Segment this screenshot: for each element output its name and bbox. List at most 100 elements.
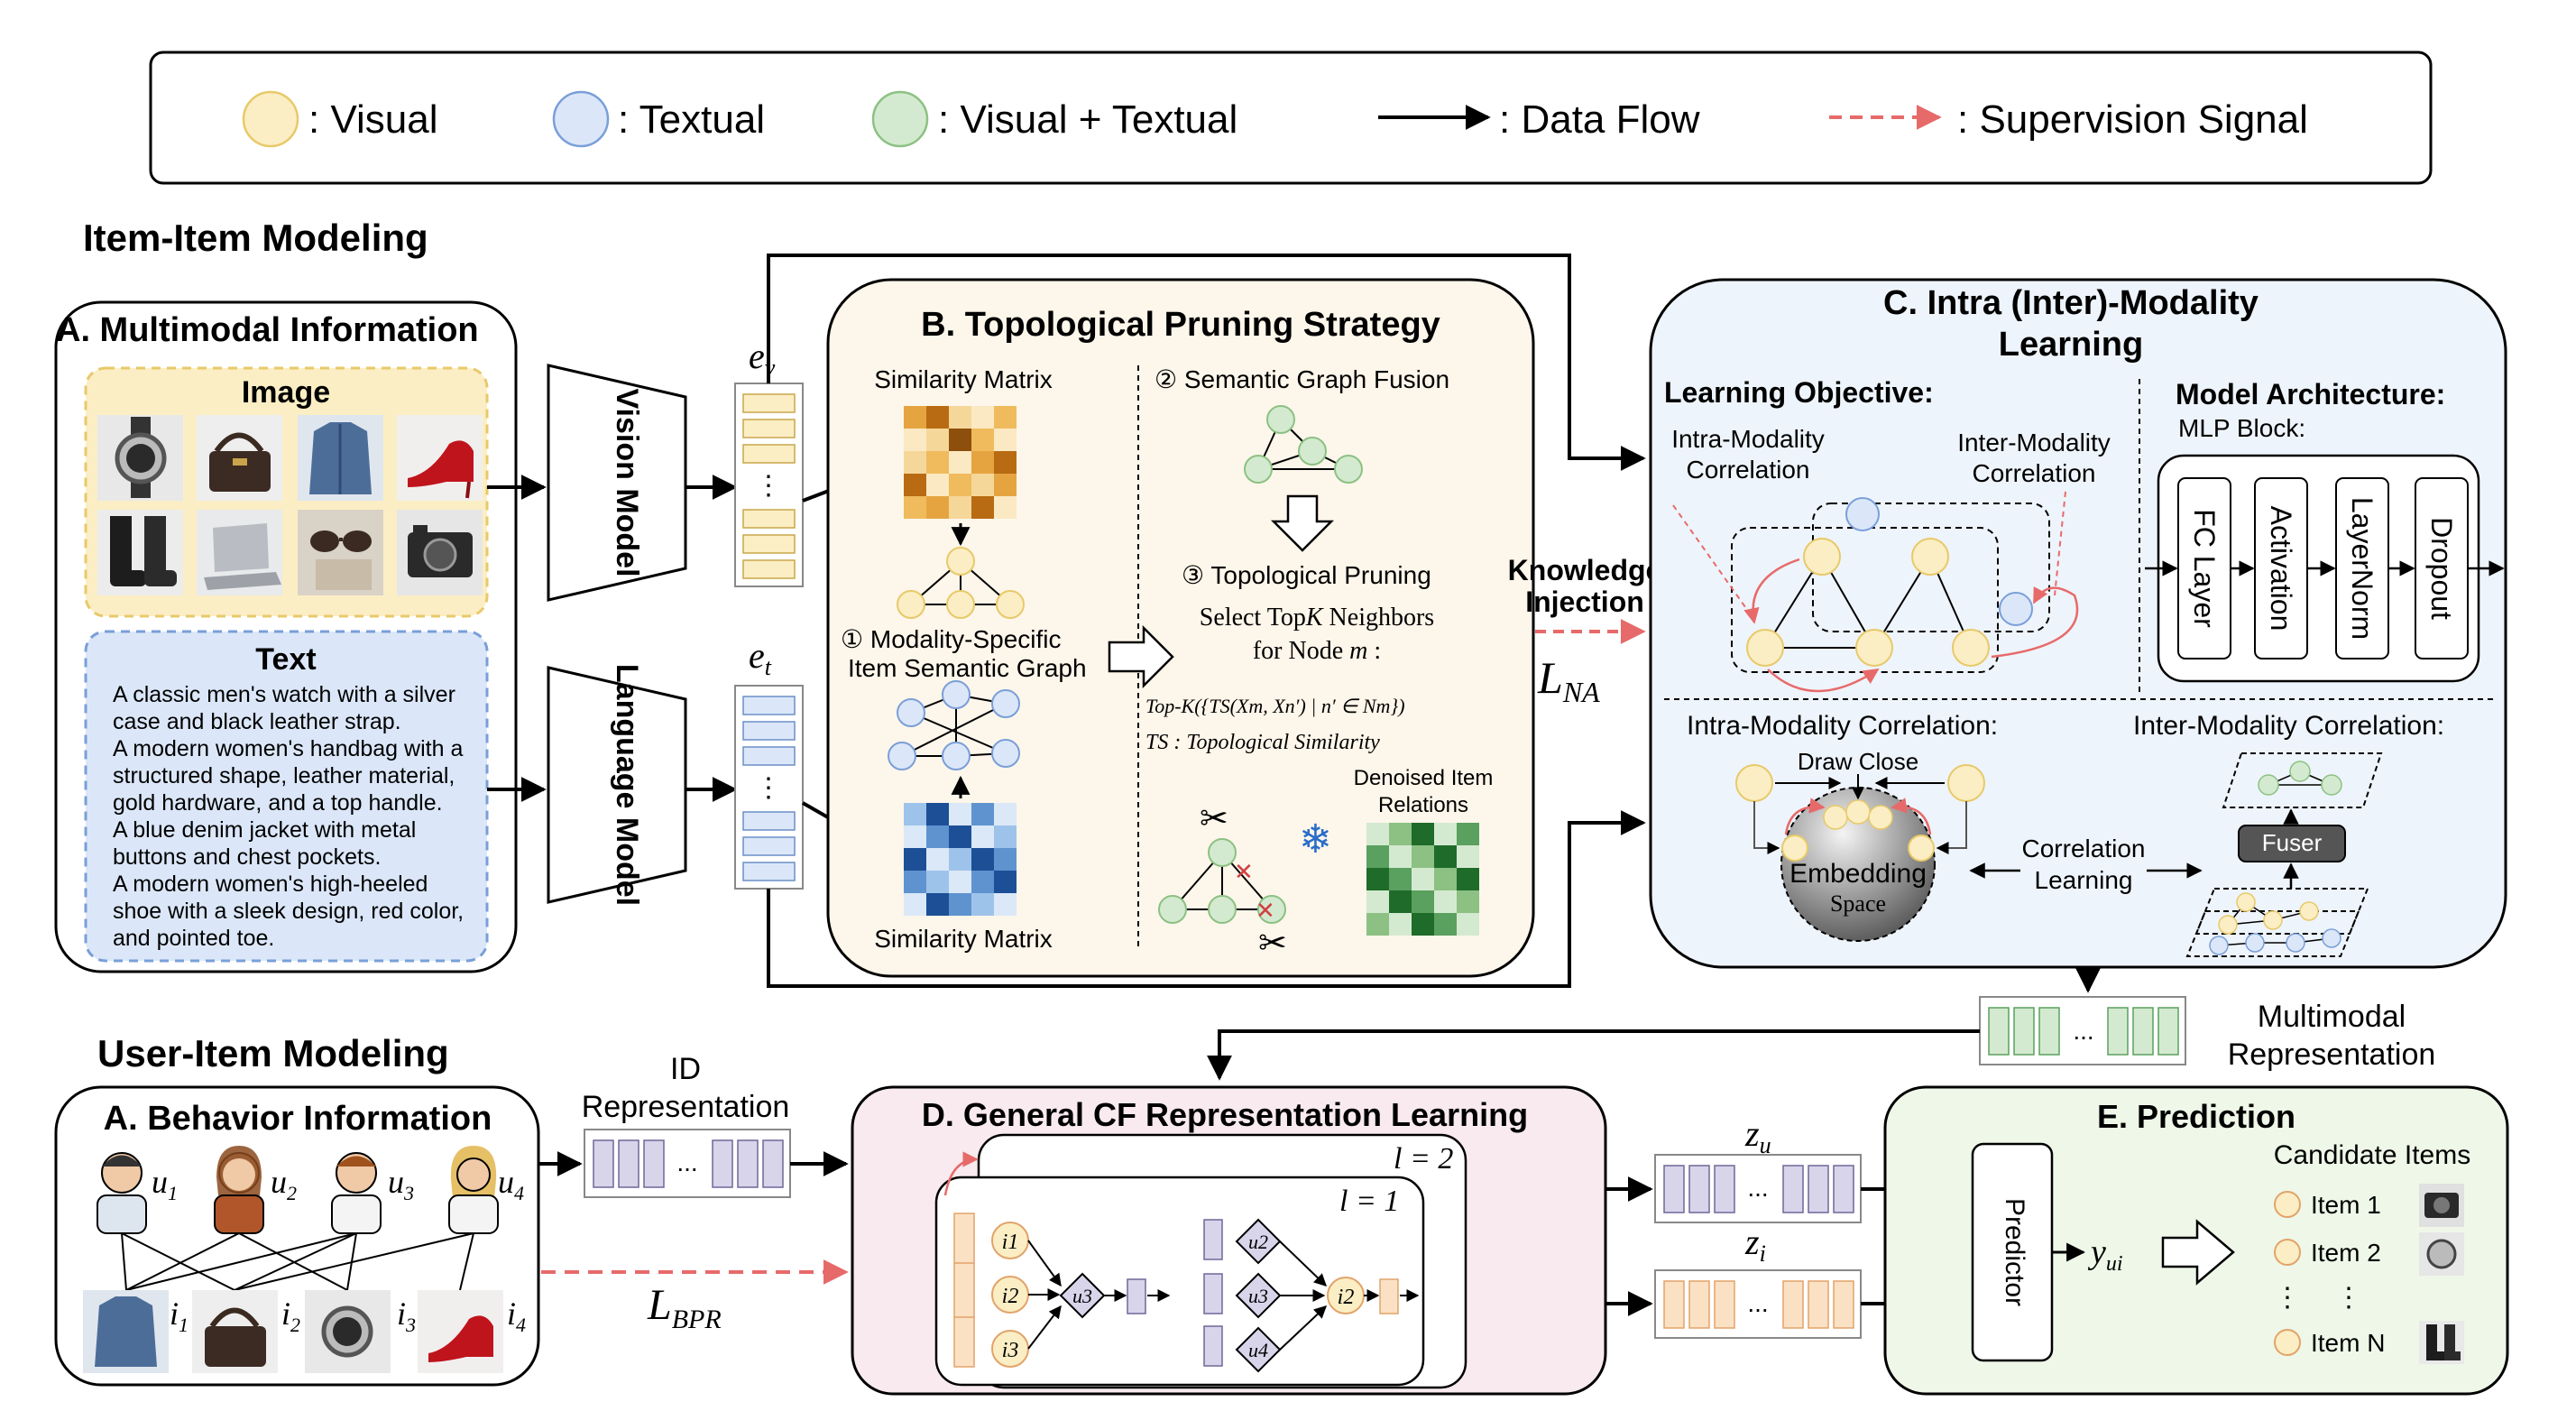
draw-close-arrow (1936, 801, 1967, 854)
user-label: u1 (152, 1164, 178, 1204)
prune-mark-icon: ✕ (1256, 897, 1275, 924)
item-node: i2 (1327, 1277, 1365, 1314)
zi-label: zi (1744, 1222, 1766, 1267)
panel-cf-representation-learning: D. General CF Representation Learning l … (851, 1085, 1607, 1396)
user-label: u4 (498, 1164, 524, 1204)
inter-pointer (2054, 491, 2066, 596)
id-rep-label-1: ID (670, 1052, 701, 1086)
panel-topological-pruning: B. Topological Pruning Strategy Similari… (826, 278, 1535, 978)
id-rep-label-2: Representation (582, 1090, 790, 1124)
predictor-label: Predictor (2000, 1198, 2029, 1306)
legend-visual: : Visual (308, 97, 438, 142)
language-model-label: Language Model (610, 664, 644, 906)
candidate-vdots: ⋮ (2274, 1283, 2301, 1313)
user-output-embedding (1127, 1278, 1146, 1314)
visual-similarity-matrix (904, 406, 1017, 519)
user-label: u2 (271, 1164, 297, 1204)
user-node: u3 (1235, 1272, 1282, 1319)
inter-bottom-label: Inter-Modality Correlation: (2133, 711, 2444, 741)
text-label: Text (255, 642, 316, 677)
visual-legend-node (242, 90, 299, 148)
vision-model-label: Vision Model (610, 388, 644, 576)
intra-curve (1767, 668, 1880, 693)
item-node: i3 (991, 1330, 1029, 1368)
intra-side-node (1908, 835, 1935, 862)
boots-thumb (2419, 1321, 2464, 1364)
arrow-multimodal-to-panel-d (1207, 1029, 1980, 1081)
space-label: Space (1830, 890, 1886, 917)
et-dots: ⋮ (755, 773, 782, 803)
id-dots: ... (676, 1148, 697, 1176)
y-ui-label: yui (2087, 1233, 2123, 1276)
watch-thumb-small (2419, 1232, 2464, 1276)
description-line: and pointed toe. (113, 926, 274, 951)
textual-item-graph (888, 680, 1020, 770)
step3-label: ③ Topological Pruning (1182, 561, 1431, 589)
layer-1-label: l = 1 (1339, 1185, 1399, 1218)
layernorm-label: LayerNorm (2346, 497, 2378, 640)
ev-dots: ⋮ (755, 471, 782, 501)
corr-learning-label-b: Learning (2035, 866, 2133, 894)
arrow-et-to-panel-c (767, 810, 1646, 988)
user-node-label: u4 (1248, 1339, 1268, 1361)
user-representation-vector: ... (1654, 1154, 1862, 1223)
user-node-label: u2 (1248, 1231, 1268, 1253)
fused-item-graph (1244, 405, 1363, 484)
red-heel-image (397, 415, 483, 501)
loss-bpr: LBPR (647, 1281, 722, 1334)
visual-embedding-vector: ev ⋮ (734, 336, 804, 587)
arrow-ev-to-panel-c (767, 254, 1646, 471)
panel-d-title: D. General CF Representation Learning (922, 1096, 1528, 1133)
user-node: u4 (1235, 1326, 1282, 1373)
scissors-icon: ✂ (1258, 925, 1287, 963)
description-line: A blue denim jacket with metal (113, 817, 416, 843)
user-node: u2 (1235, 1218, 1282, 1265)
panel-b-title: B. Topological Pruning Strategy (921, 306, 1440, 344)
item-label: i3 (397, 1296, 416, 1336)
text-box (84, 630, 489, 963)
camera-thumb (2419, 1184, 2464, 1227)
description-line: structured shape, leather material, (113, 763, 455, 788)
intra-side-node (1781, 835, 1808, 862)
visual-item-graph (897, 547, 1025, 619)
user-label: u3 (388, 1164, 414, 1204)
candidate-node (2274, 1239, 2301, 1266)
item-label: i1 (170, 1296, 189, 1336)
intra-pointer (1672, 504, 1751, 614)
item-node-label: i1 (1002, 1231, 1019, 1254)
panel-a-title: A. Multimodal Information (56, 311, 479, 349)
language-model: Language Model (547, 664, 687, 906)
mlp-block-label: MLP Block: (2178, 414, 2305, 442)
inter-curve (1991, 586, 2079, 659)
multimodal-dots: ... (2073, 1017, 2093, 1045)
draw-close-arrow (1753, 801, 1780, 854)
hollow-arrow-to-fusion (1108, 624, 1174, 689)
denoised-label-a: Denoised Item (1354, 766, 1494, 790)
user-node-label: u3 (1072, 1285, 1092, 1307)
item-label: i2 (281, 1296, 300, 1336)
id-representation-vector: ... (584, 1129, 791, 1198)
item-output-embedding (1379, 1278, 1399, 1314)
description-line: gold hardware, and a top handle. (113, 790, 443, 816)
textual-similarity-matrix (904, 803, 1017, 916)
intra-corr-label-b: Correlation (1687, 456, 1810, 484)
textual-embedding-vector: et ⋮ (734, 635, 804, 890)
aggregation-edge (1279, 1305, 1328, 1351)
hollow-arrow-down (1270, 494, 1335, 552)
red-heel-thumb (418, 1290, 503, 1373)
fc-layer-label: FC Layer (2188, 509, 2221, 628)
fuser-label: Fuser (2262, 829, 2323, 856)
description-line: A classic men's watch with a silver (113, 682, 455, 707)
multimodal-label-1: Multimodal (2258, 1000, 2406, 1034)
dropout-label: Dropout (2425, 517, 2458, 620)
watch-image (97, 415, 183, 501)
user-embedding (1203, 1219, 1223, 1260)
inter-corr-label-b: Correlation (1973, 459, 2096, 487)
layer-1-card (934, 1176, 1425, 1387)
hollow-arrow-to-candidates (2161, 1219, 2235, 1286)
boots-image (97, 510, 183, 595)
multimodal-label-2: Representation (2228, 1038, 2436, 1072)
learning-objective-label: Learning Objective: (1664, 376, 1934, 409)
intra-source-node (1947, 764, 1985, 802)
